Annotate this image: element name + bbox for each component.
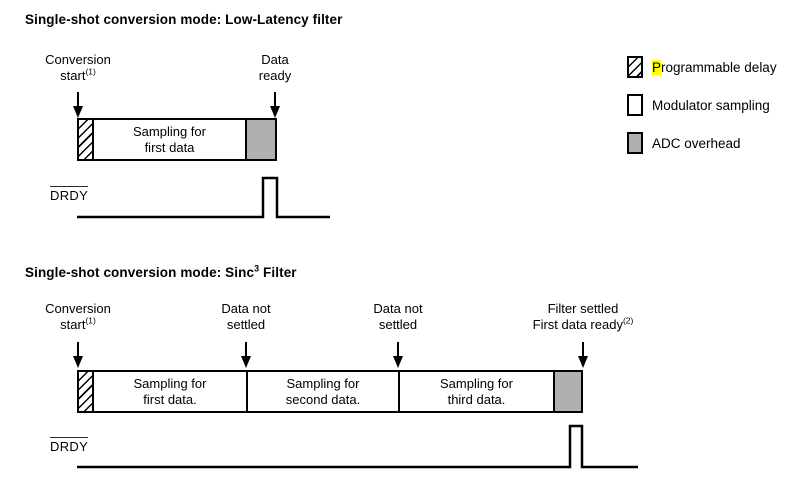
segment-label-line: Sampling for [133, 123, 206, 139]
annotation-text: First data ready [532, 316, 623, 332]
programmable-delay-segment [79, 120, 94, 159]
annotation-text: start [60, 316, 86, 332]
annotation-line: settled [378, 316, 418, 332]
segment-label-line: third data. [447, 391, 506, 407]
drdy-signal-label: DRDY [50, 186, 89, 203]
modulator-sampling-swatch-icon [627, 94, 643, 116]
conversion-timing-bar-low-latency: Sampling for first data [77, 118, 277, 161]
annotation-text: start [60, 67, 86, 83]
legend-row-adc-overhead: ADC overhead [627, 132, 777, 154]
annotation-line: Data [261, 52, 289, 67]
adc-overhead-segment [555, 372, 581, 411]
annotation-line: First data ready(2) [508, 315, 658, 333]
drdy-overline-text: DRDY [50, 437, 89, 454]
modulator-sampling-segment-3: Sampling for third data. [400, 372, 555, 411]
arrow-head [241, 356, 251, 368]
annotation-line: ready [258, 67, 292, 83]
arrow-head [73, 106, 83, 118]
legend-row-programmable-delay: Programmable delay [627, 56, 777, 78]
legend-label-text: rogrammable delay [661, 59, 777, 75]
footnote-superscript: (1) [85, 315, 96, 326]
annotation-filter-settled: Filter settled First data ready(2) [508, 301, 658, 332]
legend-label: Modulator sampling [652, 97, 770, 113]
segment-label-line: second data. [285, 391, 361, 407]
annotation-line: start(1) [18, 315, 138, 333]
segment-label-line: Sampling for [440, 375, 513, 391]
drdy-signal-label: DRDY [50, 437, 89, 454]
annotation-conversion-start: Conversion start(1) [18, 301, 138, 332]
arrow-head [73, 356, 83, 368]
annotation-conversion-start: Conversion start(1) [18, 52, 138, 83]
programmable-delay-swatch-icon [627, 56, 643, 78]
segment-label-line: Sampling for [133, 375, 207, 391]
arrow-head [270, 106, 280, 118]
sinc3-section-title: Single-shot conversion mode: Sinc3 Filte… [25, 263, 297, 280]
annotation-line: Filter settled [547, 301, 619, 316]
modulator-sampling-segment-2: Sampling for second data. [248, 372, 400, 411]
conversion-timing-bar-sinc3: Sampling for first data. Sampling for se… [77, 370, 583, 413]
arrow-shaft [274, 92, 276, 106]
arrow-shaft [77, 92, 79, 106]
annotation-data-not-settled-2: Data not settled [338, 301, 458, 332]
arrow-shaft [397, 342, 399, 356]
annotation-data-not-settled-1: Data not settled [186, 301, 306, 332]
segment-label-line: Sampling for [286, 375, 360, 391]
arrow-head [393, 356, 403, 368]
legend-label: Programmable delay [652, 59, 777, 75]
drdy-overline-text: DRDY [50, 186, 89, 203]
segment-label-line: first data [144, 139, 195, 155]
footnote-superscript: (1) [85, 66, 96, 77]
arrow-shaft [582, 342, 584, 356]
segment-label-line: first data. [143, 391, 197, 407]
low-latency-section-title: Single-shot conversion mode: Low-Latency… [25, 12, 343, 27]
annotation-line: settled [226, 316, 266, 332]
annotation-line: Data not [373, 301, 423, 316]
modulator-sampling-segment: Sampling for first data [94, 120, 247, 159]
adc-overhead-swatch-icon [627, 132, 643, 154]
annotation-line: Conversion [45, 301, 111, 316]
arrow-shaft [77, 342, 79, 356]
title-text: Filter [259, 265, 297, 280]
legend-row-modulator-sampling: Modulator sampling [627, 94, 777, 116]
title-superscript: 3 [254, 263, 260, 274]
arrow-head [578, 356, 588, 368]
annotation-data-ready: Data ready [215, 52, 335, 83]
legend: Programmable delay Modulator sampling AD… [627, 56, 777, 170]
annotation-line: Data not [221, 301, 271, 316]
arrow-shaft [245, 342, 247, 356]
drdy-waveform-low-latency [77, 176, 330, 219]
legend-label: ADC overhead [652, 135, 741, 151]
highlighted-letter: P [652, 59, 662, 75]
title-text: Single-shot conversion mode: Sinc [25, 265, 255, 280]
footnote-superscript: (2) [622, 315, 634, 326]
annotation-line: start(1) [18, 66, 138, 84]
adc-overhead-segment [247, 120, 275, 159]
modulator-sampling-segment-1: Sampling for first data. [94, 372, 248, 411]
drdy-waveform-sinc3 [77, 424, 638, 469]
programmable-delay-segment [79, 372, 94, 411]
annotation-line: Conversion [45, 52, 111, 67]
